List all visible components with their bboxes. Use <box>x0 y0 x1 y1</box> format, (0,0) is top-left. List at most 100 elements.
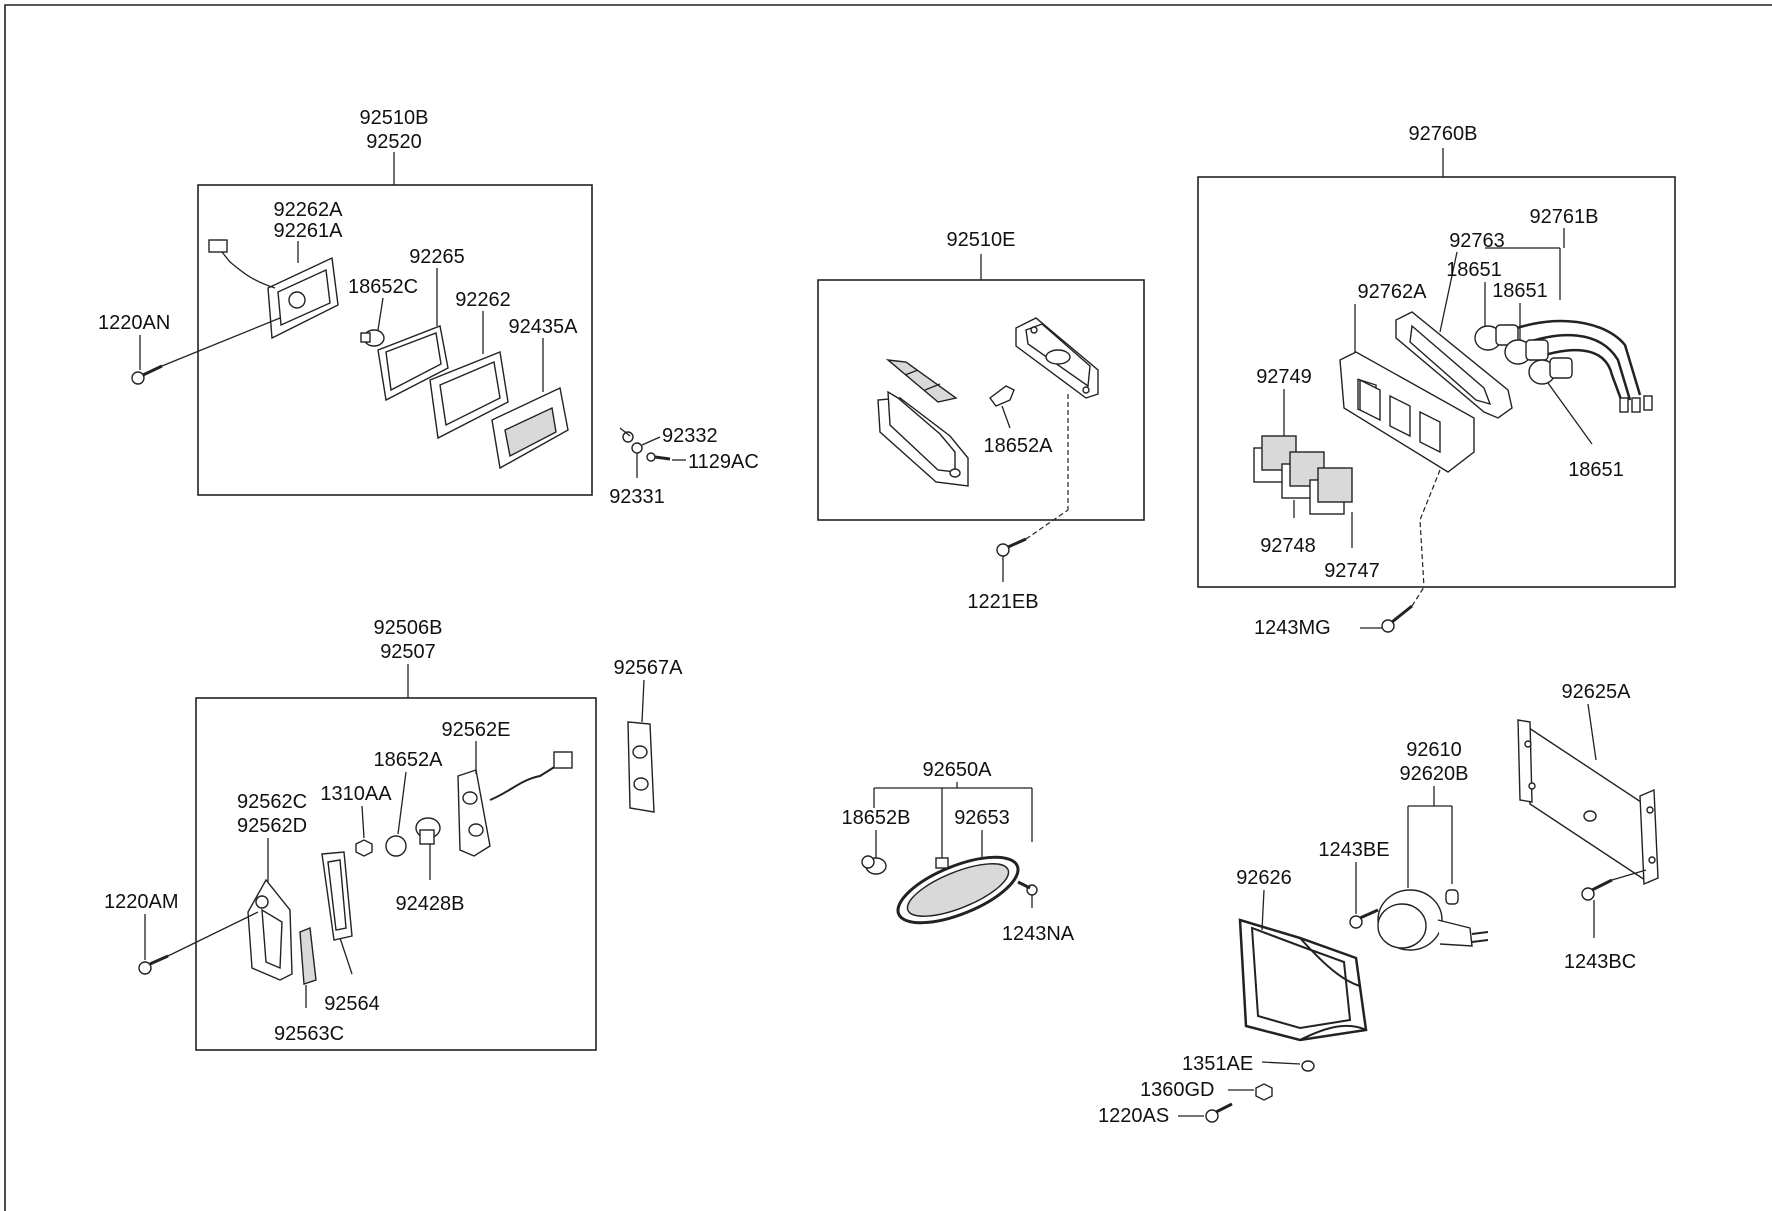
bracket-92763-part[interactable] <box>1395 311 1513 419</box>
bulb-part[interactable] <box>360 329 385 347</box>
lamp-body-part[interactable] <box>1015 317 1099 399</box>
label-1243BC[interactable]: 1243BC <box>1564 951 1636 973</box>
lens-cover-part[interactable] <box>885 359 958 403</box>
label-18651-a[interactable]: 18651 <box>1446 259 1502 281</box>
group-92510B: 92510B 92520 92262A 92261A 92265 18652C <box>98 107 593 496</box>
nut-1310AA-part[interactable] <box>355 839 373 857</box>
label-92562E[interactable]: 92562E <box>442 719 511 741</box>
label-92562D[interactable]: 92562D <box>237 815 307 837</box>
label-1243MG[interactable]: 1243MG <box>1254 617 1331 639</box>
screw-1243MG-part[interactable] <box>1381 604 1413 633</box>
label-18651-c[interactable]: 18651 <box>1568 459 1624 481</box>
switch-set-part[interactable] <box>1253 435 1353 515</box>
label-92653[interactable]: 92653 <box>954 807 1010 829</box>
label-92261A[interactable]: 92261A <box>274 220 344 242</box>
side-lamp-92653-part[interactable] <box>890 844 1027 936</box>
label-92510E[interactable]: 92510E <box>947 229 1016 251</box>
label-92748[interactable]: 92748 <box>1260 535 1316 557</box>
label-92332[interactable]: 92332 <box>662 425 718 447</box>
group-92506B: 92506B 92507 92562C 92562D 1220AM 92563C <box>104 617 597 1051</box>
label-92760B[interactable]: 92760B <box>1409 123 1478 145</box>
label-92262A[interactable]: 92262A <box>274 199 344 221</box>
socket-harness-part[interactable] <box>1474 319 1653 413</box>
label-92507[interactable]: 92507 <box>380 641 436 663</box>
label-92625A[interactable]: 92625A <box>1562 681 1632 703</box>
bulb-92620B-part[interactable] <box>1445 889 1459 905</box>
label-92763[interactable]: 92763 <box>1449 230 1505 252</box>
label-18651-b[interactable]: 18651 <box>1492 280 1548 302</box>
label-1243BE[interactable]: 1243BE <box>1318 839 1389 861</box>
bulb-18652B-part[interactable] <box>861 855 887 875</box>
label-92620B[interactable]: 92620B <box>1400 763 1469 785</box>
group-box-92510B <box>197 184 593 496</box>
label-92520[interactable]: 92520 <box>366 131 422 153</box>
wire-bracket-92626-part[interactable] <box>1238 918 1368 1042</box>
label-18652A-bottom[interactable]: 18652A <box>374 749 444 771</box>
mount-bracket-part[interactable] <box>1517 719 1659 886</box>
label-92262[interactable]: 92262 <box>455 289 511 311</box>
label-92265[interactable]: 92265 <box>409 246 465 268</box>
label-18652C[interactable]: 18652C <box>348 276 418 298</box>
housing-92562C-part[interactable] <box>247 878 293 981</box>
bolt-1220AS-part[interactable] <box>1205 1102 1233 1123</box>
group-box-92510E <box>817 279 1145 521</box>
lens-92563C-part[interactable] <box>299 927 317 985</box>
fastener-set[interactable] <box>622 431 671 462</box>
label-1243NA[interactable]: 1243NA <box>1002 923 1075 945</box>
label-92564[interactable]: 92564 <box>324 993 380 1015</box>
label-92435A[interactable]: 92435A <box>509 316 579 338</box>
label-92761B[interactable]: 92761B <box>1530 206 1599 228</box>
panel-92762A-part[interactable] <box>1339 351 1475 473</box>
screw-1243BE-part[interactable] <box>1349 908 1379 929</box>
page-frame <box>4 4 1772 1211</box>
label-92749[interactable]: 92749 <box>1256 366 1312 388</box>
label-18652A-top[interactable]: 18652A <box>984 435 1054 457</box>
bulb-18652A-part[interactable] <box>989 385 1015 407</box>
label-92650A[interactable]: 92650A <box>923 759 993 781</box>
screw-1221EB-part[interactable] <box>996 537 1027 557</box>
work-lamp-part[interactable] <box>1377 889 1489 951</box>
label-92506B[interactable]: 92506B <box>374 617 443 639</box>
label-92510B[interactable]: 92510B <box>360 107 429 129</box>
label-1360GD[interactable]: 1360GD <box>1140 1079 1215 1101</box>
lamp-housing-part[interactable] <box>208 239 339 340</box>
lens-part[interactable] <box>491 386 569 470</box>
label-1129AC[interactable]: 1129AC <box>688 451 759 473</box>
label-92428B[interactable]: 92428B <box>396 893 465 915</box>
bulb-18652A-bottom-part[interactable] <box>385 835 407 857</box>
group-box-92760B <box>1197 176 1676 588</box>
group-92650A: 92650A 18652B 92653 1243NA <box>842 759 1075 945</box>
label-92567A[interactable]: 92567A <box>614 657 684 679</box>
lamp-base-part[interactable] <box>877 390 969 487</box>
label-1221EB[interactable]: 1221EB <box>967 591 1038 613</box>
label-92331[interactable]: 92331 <box>609 486 665 508</box>
label-92563C[interactable]: 92563C <box>274 1023 344 1045</box>
label-92747[interactable]: 92747 <box>1324 560 1380 582</box>
label-18652B[interactable]: 18652B <box>842 807 911 829</box>
nut-1360GD-part[interactable] <box>1255 1083 1273 1101</box>
base-92562E-part[interactable] <box>457 751 573 857</box>
label-92626[interactable]: 92626 <box>1236 867 1292 889</box>
label-92610[interactable]: 92610 <box>1406 739 1462 761</box>
lens-frame-part[interactable] <box>429 351 509 440</box>
group-92625A: 92625A 1243BC <box>1517 681 1659 973</box>
screw-1243NA-part[interactable] <box>1017 880 1038 896</box>
gasket-92564-part[interactable] <box>321 851 353 941</box>
label-1220AS[interactable]: 1220AS <box>1098 1105 1169 1127</box>
screw-1243BC-part[interactable] <box>1581 878 1613 901</box>
label-92762A[interactable]: 92762A <box>1358 281 1428 303</box>
washer-1351AE-part[interactable] <box>1301 1060 1315 1072</box>
label-1220AN[interactable]: 1220AN <box>98 312 170 334</box>
gasket-92567A-part[interactable] <box>627 721 655 813</box>
label-92562C[interactable]: 92562C <box>237 791 307 813</box>
socket-92428B-part[interactable] <box>415 817 441 845</box>
label-1351AE[interactable]: 1351AE <box>1182 1053 1253 1075</box>
gasket-part[interactable] <box>377 325 449 402</box>
group-box-92506B <box>195 697 597 1051</box>
group-92510E: 92510E 18652A <box>817 229 1145 521</box>
label-1220AM[interactable]: 1220AM <box>104 891 179 913</box>
label-1310AA[interactable]: 1310AA <box>320 783 392 805</box>
screw-1220AM-part[interactable] <box>138 954 169 975</box>
screw-part[interactable] <box>131 364 163 385</box>
